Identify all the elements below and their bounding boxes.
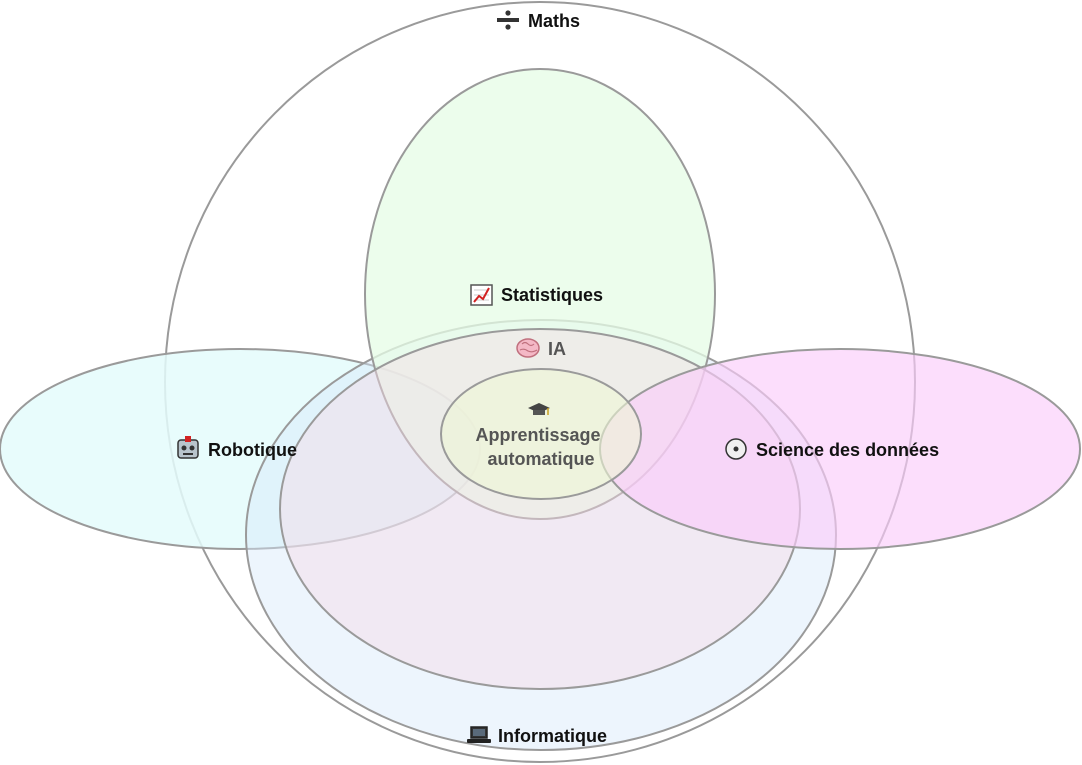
label-apprentissage-line1: Apprentissage [475,425,600,445]
label-informatique: Informatique [498,726,607,746]
laptop-icon [467,726,491,743]
label-ia: IA [548,339,566,359]
divide-icon [497,10,519,30]
label-statistiques: Statistiques [501,285,603,305]
region-apprentissage-automatique [440,368,642,500]
robot-icon [177,436,199,459]
label-science-donnees: Science des données [756,440,939,460]
disc-icon [725,438,747,460]
label-robotique: Robotique [208,440,297,460]
chart-increasing-icon [470,284,493,306]
label-apprentissage-line2: automatique [487,449,594,469]
brain-icon [516,338,540,358]
graduation-cap-icon [528,403,550,415]
label-maths: Maths [528,11,580,31]
